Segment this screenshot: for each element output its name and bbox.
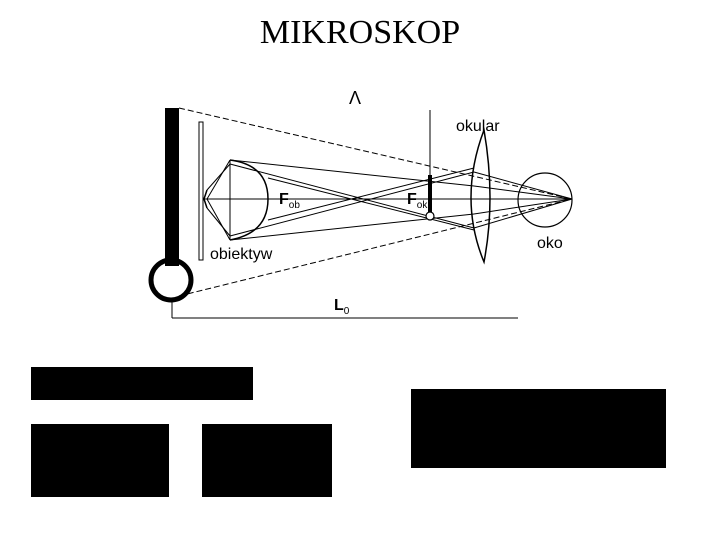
- eyepiece-label: okular: [456, 118, 500, 135]
- l0-label: L0: [334, 297, 350, 317]
- objective-lens: [229, 159, 269, 241]
- extent-line-bottom: [178, 198, 573, 297]
- eye: [517, 172, 573, 228]
- ray-mid-4: [229, 171, 475, 237]
- focal-point-ok: [425, 211, 435, 221]
- redaction-block-2: [31, 424, 169, 497]
- slide-title: MIKROSKOP: [259, 14, 461, 51]
- ray-mid-5: [267, 177, 475, 231]
- redaction-block-1: [31, 367, 253, 400]
- ray-mid-3: [229, 163, 475, 229]
- microscope-stand-bar: [165, 108, 179, 266]
- ray-ob-2: [206, 198, 231, 241]
- specimen-slide: [198, 121, 204, 261]
- ray-mid-1: [229, 159, 475, 187]
- lambda-label: Λ: [349, 88, 361, 108]
- ray-eye-4: [473, 198, 573, 215]
- redaction-block-3: [202, 424, 332, 497]
- ray-mid-6: [267, 167, 475, 221]
- ray-ob-4: [206, 207, 231, 237]
- ray-eye-1: [473, 171, 573, 200]
- objective-label: obiektyw: [210, 246, 273, 263]
- ray-eye-2: [473, 198, 573, 229]
- redaction-block-4: [411, 389, 666, 468]
- ray-ob-1: [206, 159, 231, 200]
- microscope-stand-base: [148, 257, 194, 303]
- f-ob-label: Fob: [279, 191, 300, 211]
- eyepiece-lens: [470, 127, 491, 265]
- eye-label: oko: [537, 235, 563, 252]
- f-ok-label: Fok: [407, 191, 428, 211]
- extent-line-top: [178, 107, 573, 200]
- object-arrow: [203, 189, 208, 209]
- ray-ob-3: [206, 163, 231, 191]
- ray-eye-3: [473, 185, 573, 200]
